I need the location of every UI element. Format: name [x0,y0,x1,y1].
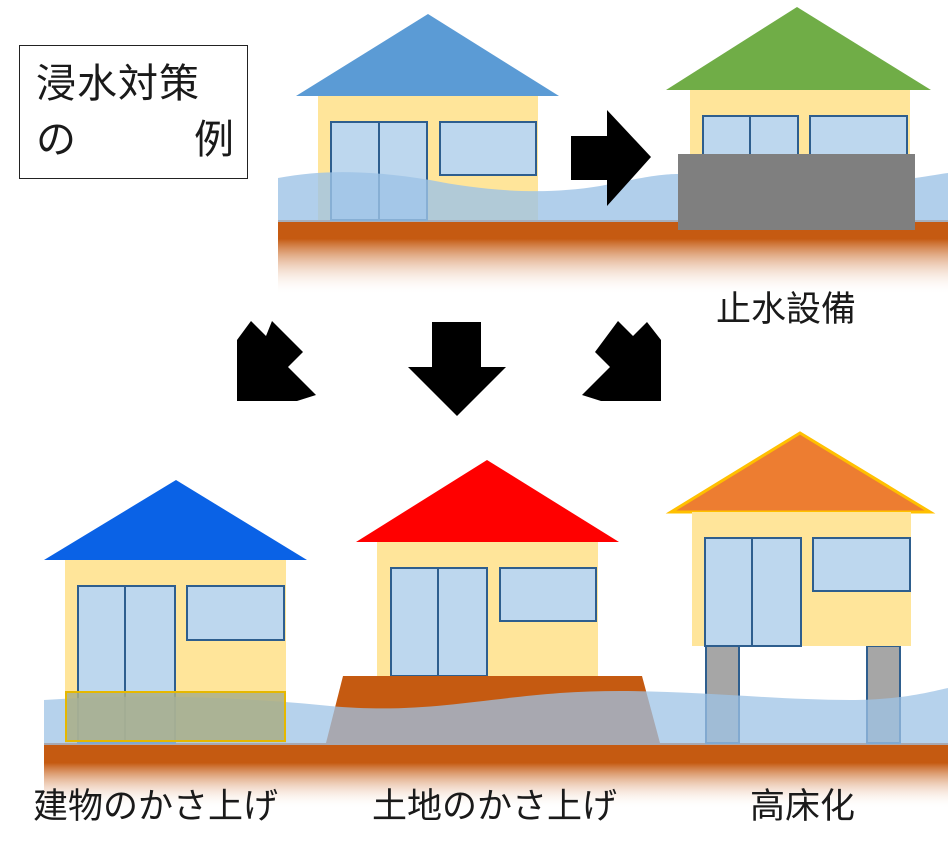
window-bottom-left [186,585,285,641]
window-bottom-right [812,537,911,592]
window-top-left [439,121,537,176]
label-raise-building: 建物のかさ上げ [33,787,279,827]
arrow-down-left-icon [237,321,316,401]
roof-bottom-left [44,480,307,560]
title-line-2-right: 例 [194,117,234,163]
title-line-2-left: の [36,117,76,163]
house-top-right-barrier [666,7,931,230]
house-elevated-floor [665,431,936,744]
roof-top-left [296,14,559,96]
flood-wall-band [65,691,286,742]
roof-top-right [666,7,931,90]
label-elevated-floor: 高床化 [750,787,856,827]
water-top-right [915,173,948,222]
arrow-down-icon [408,322,506,416]
ground-bottom [44,743,948,809]
ground-top [278,220,948,295]
water-top [278,172,678,222]
label-water-barrier: 止水設備 [716,290,857,330]
title-line-1: 浸水対策 [36,61,200,107]
window-top-right-b [809,115,908,157]
roof-bottom-right [665,431,936,514]
label-raise-land: 土地のかさ上げ [372,787,618,827]
water-barrier-wall [678,154,915,230]
arrow-down-right-icon [582,321,661,401]
window-bottom-mid [499,567,597,622]
title-box: 浸水対策 の 例 [19,45,248,179]
arrow-right-icon [571,110,651,206]
roof-bottom-mid [356,460,619,542]
